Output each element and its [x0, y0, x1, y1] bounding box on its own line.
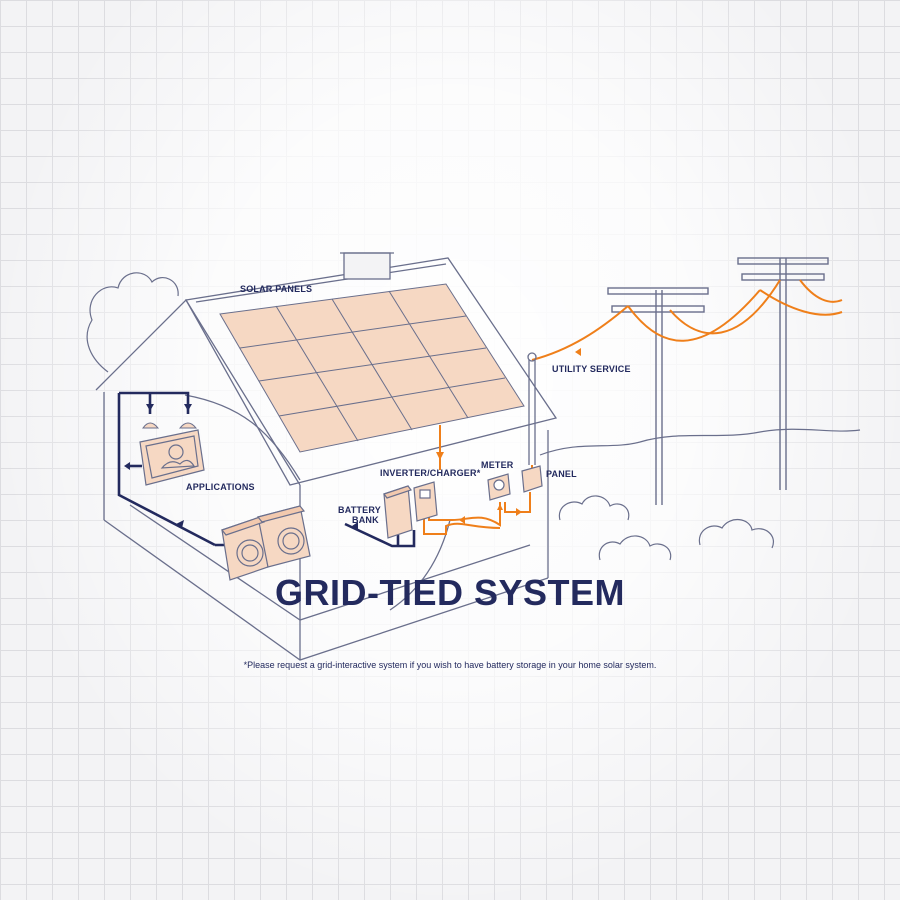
washer-dryer — [220, 505, 311, 581]
service-mast — [527, 352, 537, 465]
label-battery: BATTERY — [338, 505, 381, 515]
dc-circuit — [423, 425, 533, 535]
service-panel-box — [521, 465, 543, 493]
orange-arrows — [436, 348, 581, 524]
equipment-boxes — [383, 465, 543, 539]
label-utility-service: UTILITY SERVICE — [552, 364, 631, 374]
footnote: *Please request a grid-interactive syste… — [243, 660, 657, 670]
right-bushes — [558, 495, 630, 521]
ceiling-lamps — [142, 422, 198, 429]
inverter-box — [413, 481, 438, 522]
bush-3 — [698, 519, 774, 549]
tree-outlines — [86, 272, 861, 561]
hill-line — [539, 428, 861, 456]
wall-tv — [139, 429, 205, 486]
utility-wires — [531, 279, 843, 361]
label-inverter-charger: INVERTER/CHARGER* — [380, 468, 481, 478]
left-tree — [86, 272, 179, 373]
utility-poles — [607, 257, 829, 505]
label-bank: BANK — [352, 515, 379, 525]
label-panel: PANEL — [546, 469, 577, 479]
navy-arrows — [124, 404, 358, 530]
solar-panel-array — [219, 283, 525, 453]
label-applications: APPLICATIONS — [186, 482, 255, 492]
label-meter: METER — [481, 460, 514, 470]
label-solar-panels: SOLAR PANELS — [240, 284, 313, 294]
page-title: GRID-TIED SYSTEM — [274, 572, 626, 613]
bush-2 — [598, 535, 672, 561]
